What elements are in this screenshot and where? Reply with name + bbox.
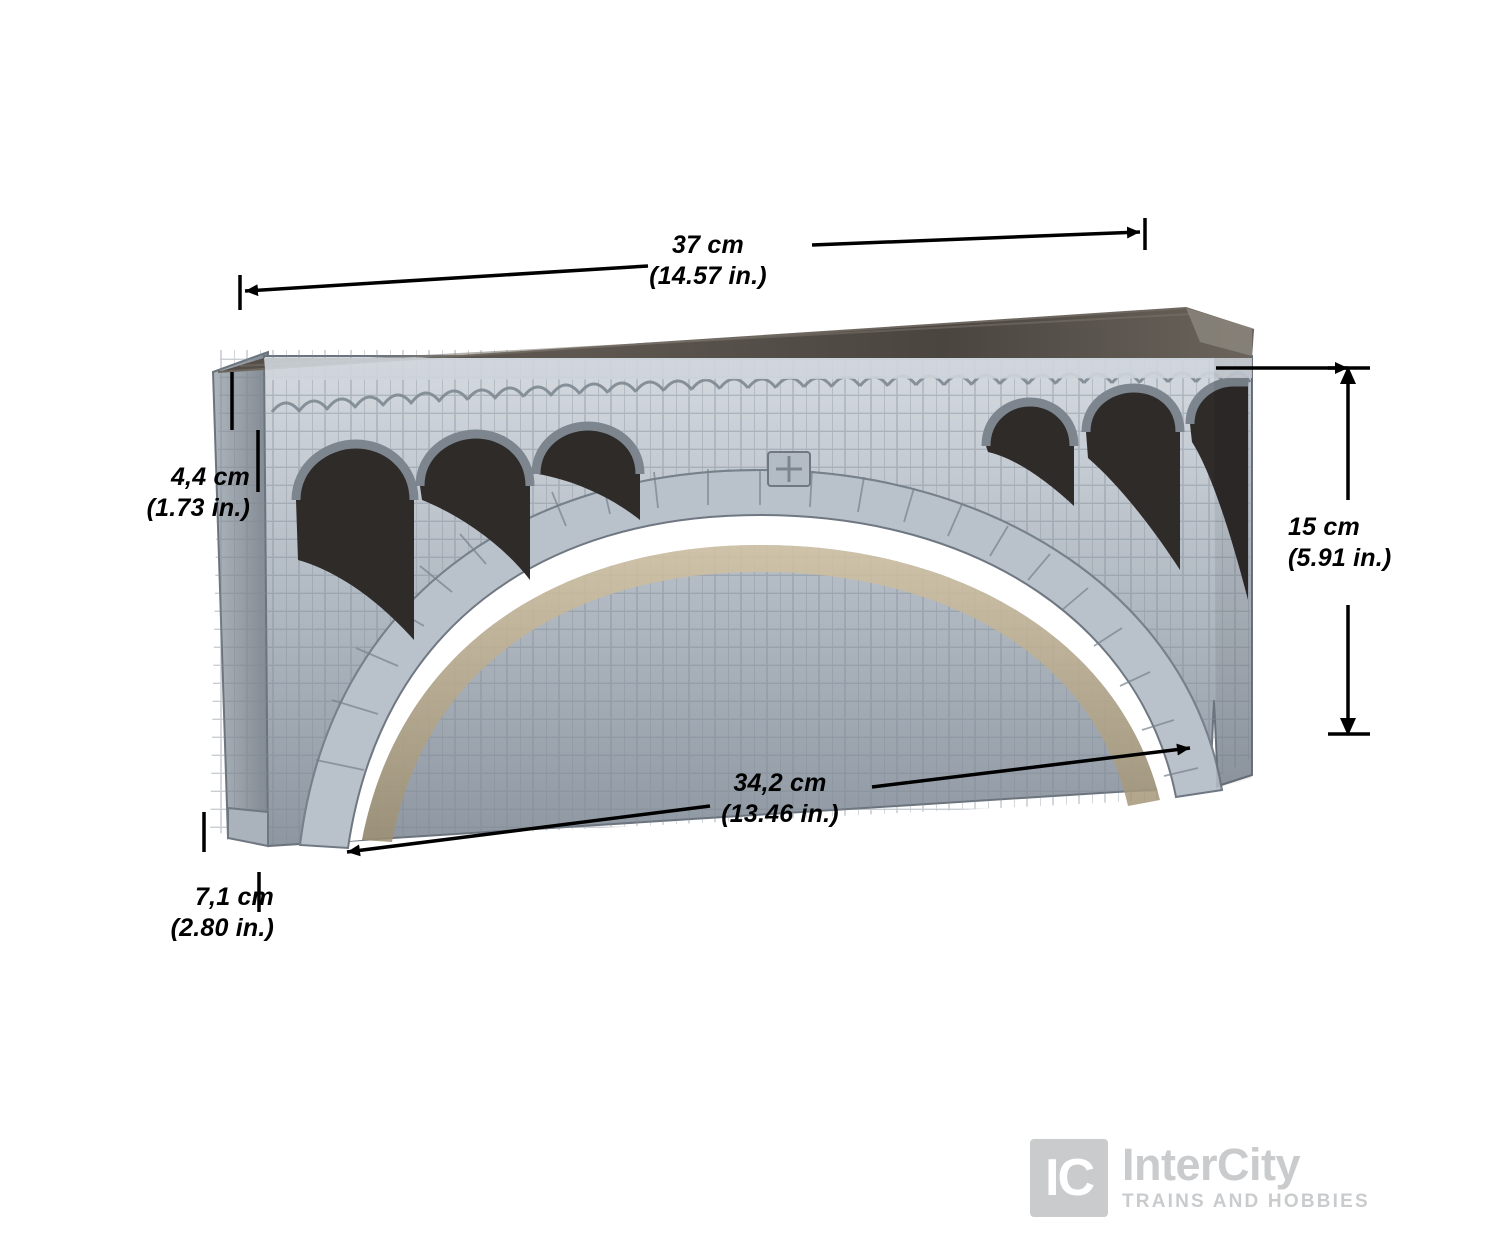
- dimension-line-height-total: [1216, 362, 1370, 736]
- dimension-label-depth-base: 7,1 cm (2.80 in.): [170, 883, 274, 943]
- dimension-label-height-parapet: 4,4 cm (1.73 in.): [146, 463, 250, 523]
- dimension-label-width-top: 37 cm (14.57 in.): [649, 231, 767, 291]
- intercity-wordmark: InterCity TRAINS AND HOBBIES: [1122, 1141, 1370, 1213]
- dimension-line-span-arch: [346, 743, 1191, 857]
- intercity-brand-name: InterCity: [1122, 1139, 1301, 1191]
- dimension-line-width-top: [238, 218, 1147, 310]
- intercity-monogram-icon: IC: [1030, 1138, 1108, 1217]
- intercity-monogram-text: IC: [1045, 1148, 1095, 1207]
- dimension-line-height-parapet: [230, 372, 260, 492]
- dimension-label-span-arch: 34,2 cm (13.46 in.): [721, 769, 839, 829]
- dimension-label-height-total: 15 cm (5.91 in.): [1288, 513, 1392, 573]
- intercity-watermark-logo: IC InterCity TRAINS AND HOBBIES: [1030, 1130, 1450, 1225]
- intercity-tagline: TRAINS AND HOBBIES: [1122, 1190, 1370, 1212]
- dimension-line-depth-base: [202, 812, 261, 912]
